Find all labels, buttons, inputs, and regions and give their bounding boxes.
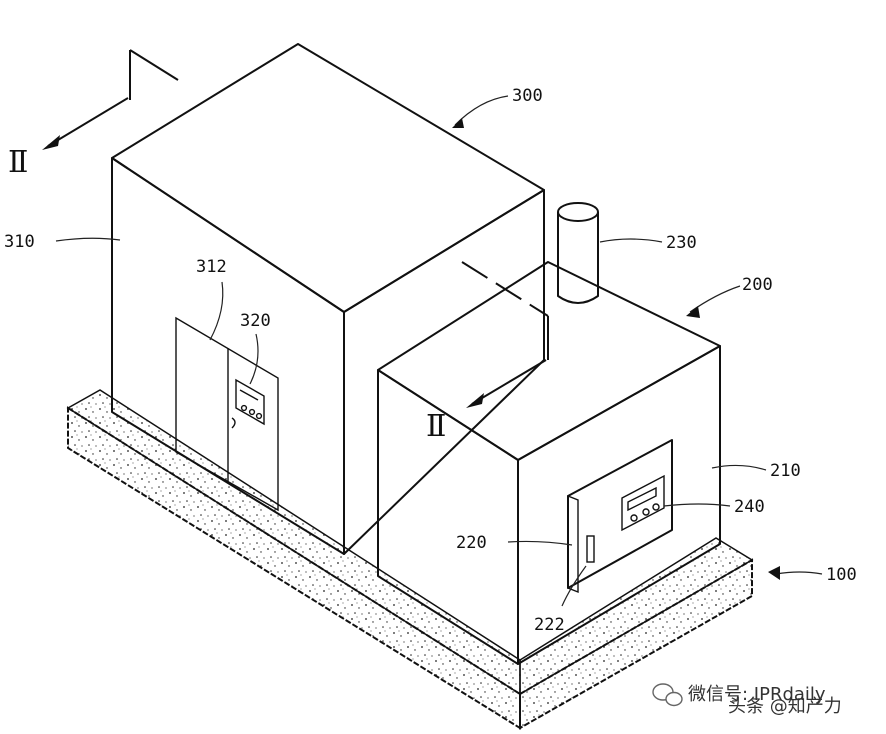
watermark-wechat-id: 微信号: IPRdaily	[688, 684, 826, 705]
control-unit-display	[627, 486, 657, 512]
arrow-head-icon	[768, 566, 780, 580]
side-panel-edge	[567, 494, 579, 594]
arrow-head-icon	[686, 306, 700, 318]
control-panel-display	[239, 389, 259, 401]
ref-312: 312	[196, 257, 227, 277]
ref-100: 100	[826, 565, 857, 585]
section-cut-line-mid	[461, 261, 549, 317]
arrow-head-icon	[42, 135, 60, 150]
control-unit-240	[621, 474, 665, 532]
section-arrow-top	[47, 97, 129, 147]
control-panel-320	[235, 378, 265, 426]
control-knob-icon	[240, 404, 248, 412]
door-312	[175, 316, 279, 512]
section-line-mid	[461, 261, 549, 408]
ref-320: 320	[240, 311, 271, 331]
ref-200: 200	[742, 275, 773, 295]
arrow-head-icon	[466, 393, 484, 408]
ref-300: 300	[512, 86, 543, 106]
ref-210: 210	[770, 461, 801, 481]
leader-320	[249, 333, 259, 385]
base-slab-back-right-top	[519, 537, 754, 696]
wechat-icon	[652, 683, 683, 707]
base-slab-left-face	[67, 406, 521, 730]
ref-310: 310	[4, 232, 35, 252]
base-slab	[66, 389, 754, 730]
ref-230: 230	[666, 233, 697, 253]
base-slab-top-face	[66, 389, 521, 696]
leader-lines	[55, 95, 823, 607]
reference-numerals: 300 310 312 320 230 200 210 220 240 222 …	[4, 86, 857, 635]
control-knob-icon	[642, 508, 650, 516]
ref-222: 222	[534, 615, 565, 635]
leader-220	[507, 540, 573, 546]
leader-310	[55, 237, 121, 242]
small-enclosure-right-face	[517, 345, 721, 665]
section-arrow-mid	[471, 359, 547, 405]
chimney-top	[557, 202, 599, 222]
arrow-head-icon	[452, 118, 464, 128]
control-knob-icon	[652, 503, 660, 511]
ref-240: 240	[734, 497, 765, 517]
leader-312	[209, 281, 224, 341]
leader-230	[599, 238, 663, 243]
tall-enclosure-right-face	[343, 189, 545, 555]
side-panel-220	[567, 439, 673, 589]
section-label-top: Ⅱ	[8, 145, 28, 180]
watermark-toutiao: 头条 @知产力	[728, 696, 842, 717]
leader-100	[775, 571, 823, 575]
small-enclosure-200	[377, 202, 721, 665]
chimney-230	[557, 212, 599, 304]
door-handle	[231, 417, 236, 429]
section-line-top	[42, 49, 179, 150]
control-knob-icon	[630, 514, 638, 522]
control-knob-icon	[248, 408, 256, 416]
control-knob-icon	[255, 412, 263, 420]
section-label-mid: Ⅱ	[426, 409, 446, 444]
leader-300	[454, 95, 509, 126]
section-cut-line-top-dash	[129, 49, 179, 81]
slot-222	[586, 535, 595, 563]
leader-210	[711, 464, 767, 471]
ref-220: 220	[456, 533, 487, 553]
tall-enclosure-300	[111, 43, 545, 555]
watermark: 微信号: IPRdaily 头条 @知产力	[652, 683, 842, 717]
leader-222	[561, 565, 587, 607]
leader-240	[663, 503, 731, 507]
